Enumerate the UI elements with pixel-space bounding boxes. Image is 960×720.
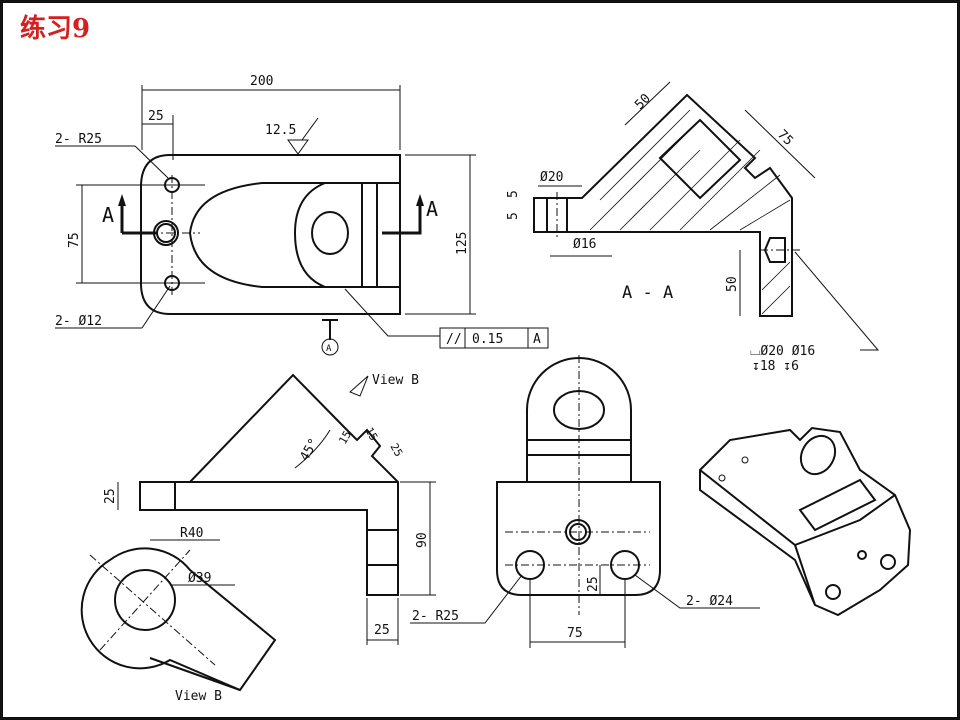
roughness-symbol: 12.5 [265,123,296,138]
view-b-label: View B [175,689,222,704]
tolerance-value: 0.15 [472,332,503,347]
dim-5-top: 5 [506,190,521,198]
dim-25: 25 [148,109,164,124]
view-b-arrow-label: View B [372,373,419,388]
front-hole-note: 2- Ø24 [686,594,733,609]
dim-25-front: 25 [586,576,601,592]
radius-note: 2- R25 [55,132,102,147]
dim-75: 75 [67,232,82,248]
front-view: 25 75 2- R25 2- Ø24 [410,355,760,648]
section-label: A - A [622,283,673,303]
dim-75-front: 75 [567,626,583,641]
tolerance-datum: A [533,332,541,347]
datum-symbol: A [326,344,332,354]
section-mark-left: A [102,203,114,227]
dim-15a: 15 [336,429,354,447]
hole-callout-line2: ↧18 ↧6 [752,359,799,374]
dim-90: 90 [415,532,430,548]
exercise-title: 练习9 [20,14,91,44]
dim-25-notch: 25 [387,441,405,459]
section-mark-right: A [426,197,438,221]
dim-15b: 15 [362,425,380,443]
dim-25-left: 25 [103,488,118,504]
side-view: View B 45° 15 15 25 25 90 25 [103,373,436,645]
dim-200: 200 [250,74,273,89]
dim-75-section: 75 [774,127,796,149]
dim-25-bottom: 25 [374,623,390,638]
dim-5-bottom: 5 [506,212,521,220]
isometric-view [699,426,912,617]
dim-125: 125 [455,232,470,255]
dim-hole-16: Ø16 [573,237,596,252]
dim-45: 45° [297,436,322,464]
dim-50-side: 50 [725,276,740,292]
hole-note: 2- Ø12 [55,314,102,329]
front-radius-note: 2- R25 [412,609,459,624]
dim-d39: Ø39 [188,571,211,586]
parallelism-symbol: // [446,332,462,347]
dim-counterbore-dia: Ø20 [540,170,563,185]
section-view-a-a: 50 75 Ø20 5 5 Ø16 50 A - A ⌴Ø20 Ø16 ↧18 … [506,81,880,374]
dim-r40: R40 [180,526,203,541]
top-view: 200 25 75 125 2- R25 2- Ø12 12.5 A A // … [55,74,549,356]
hole-callout-line1: ⌴Ø20 Ø16 [750,344,815,359]
view-b: R40 Ø39 View B [80,526,277,704]
dim-50-top: 50 [632,91,654,113]
